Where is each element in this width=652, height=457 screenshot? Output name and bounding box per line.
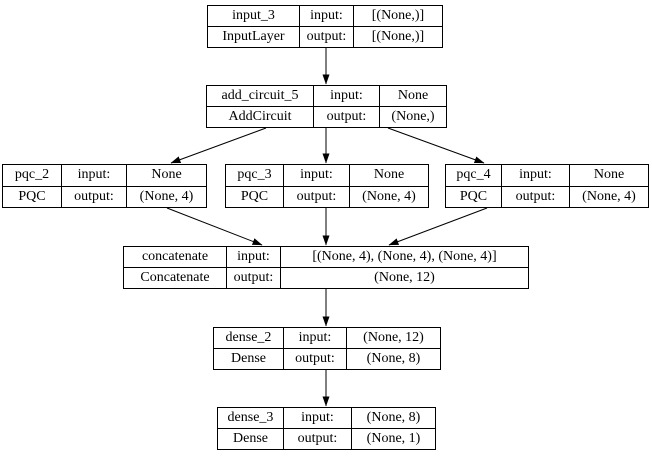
output-shape: (None, 4) (582, 188, 636, 204)
input-shape: (None, 12) (347, 328, 440, 349)
layer-class: InputLayer (222, 29, 285, 44)
layer-node-pqc-2: pqc_2 PQC input: output: None (None, 4) (2, 164, 207, 208)
output-shape: (None, 1) (366, 431, 421, 446)
io-label-column: input: output: (501, 165, 569, 207)
layer-name: pqc_2 (3, 165, 61, 187)
input-label: input: (284, 165, 349, 187)
io-label-column: input: output: (283, 165, 349, 207)
output-label: output: (295, 351, 335, 366)
input-shape: (None, 8) (352, 408, 435, 429)
layer-name: add_circuit_5 (207, 86, 313, 107)
input-label: input: (300, 6, 353, 27)
input-shape: None (380, 86, 446, 107)
layer-name: dense_3 (218, 408, 283, 429)
output-shape: (None, 4) (362, 188, 416, 204)
output-label: output: (297, 431, 338, 446)
layer-class: PQC (459, 188, 488, 204)
output-shape: (None, 4) (139, 188, 194, 204)
input-label: input: (314, 86, 379, 107)
layer-name: input_3 (208, 6, 299, 27)
output-label: output: (306, 29, 347, 44)
output-label: output: (326, 109, 367, 124)
shape-column: None (None, 4) (569, 165, 648, 207)
layer-node-pqc-4: pqc_4 PQC input: output: None (None, 4) (445, 164, 649, 208)
input-shape: None (570, 165, 648, 187)
layer-name: pqc_3 (226, 165, 283, 187)
input-label: input: (227, 247, 280, 268)
layer-name: pqc_4 (446, 165, 501, 187)
layer-node-dense-2: dense_2 Dense input: output: (None, 12) … (213, 327, 441, 370)
layer-node-dense-3: dense_3 Dense input: output: (None, 8) (… (217, 407, 436, 450)
io-label-column: input: output: (61, 165, 126, 207)
layer-node-input-3: input_3 InputLayer input: output: [(None… (207, 5, 443, 48)
input-shape: None (127, 165, 206, 187)
input-shape: [(None,)] (354, 6, 442, 27)
layer-class: Concatenate (140, 270, 210, 285)
edge-pqc_2-to-concatenate (166, 207, 263, 246)
edge-pqc_4-to-concatenate (388, 207, 488, 246)
edge-add_circuit_5-to-pqc_4 (387, 127, 485, 164)
output-label: output: (296, 188, 337, 204)
io-label-column: input: output: (299, 6, 353, 47)
input-shape: None (350, 165, 428, 187)
shape-column: None (None,) (379, 86, 446, 127)
output-label: output: (74, 188, 114, 204)
layer-class: PQC (18, 188, 46, 204)
edge-add_circuit_5-to-pqc_2 (170, 127, 267, 164)
name-column: dense_2 Dense (214, 328, 283, 369)
shape-column: None (None, 4) (349, 165, 428, 207)
output-shape: (None,) (391, 109, 435, 124)
layer-class: Dense (233, 431, 268, 446)
input-label: input: (284, 408, 351, 429)
layer-class: Dense (231, 351, 266, 366)
layer-class: AddCircuit (228, 109, 292, 124)
name-column: pqc_4 PQC (446, 165, 501, 207)
name-column: add_circuit_5 AddCircuit (207, 86, 313, 127)
layer-node-add-circuit-5: add_circuit_5 AddCircuit input: output: … (206, 85, 447, 128)
input-label: input: (284, 328, 346, 349)
shape-column: [(None, 4), (None, 4), (None, 4)] (None,… (280, 247, 528, 288)
shape-column: None (None, 4) (126, 165, 206, 207)
input-shape: [(None, 4), (None, 4), (None, 4)] (281, 247, 528, 268)
layer-name: concatenate (124, 247, 226, 268)
layer-name: dense_2 (214, 328, 283, 349)
name-column: dense_3 Dense (218, 408, 283, 449)
name-column: pqc_2 PQC (3, 165, 61, 207)
io-label-column: input: output: (283, 408, 351, 449)
input-label: input: (62, 165, 126, 187)
name-column: concatenate Concatenate (124, 247, 226, 288)
output-shape: (None, 12) (374, 270, 435, 285)
io-label-column: input: output: (283, 328, 346, 369)
io-label-column: input: output: (226, 247, 280, 288)
output-label: output: (233, 270, 274, 285)
output-label: output: (515, 188, 556, 204)
io-label-column: input: output: (313, 86, 379, 127)
output-shape: [(None,)] (371, 29, 425, 44)
shape-column: (None, 8) (None, 1) (351, 408, 435, 449)
name-column: input_3 InputLayer (208, 6, 299, 47)
output-shape: (None, 8) (366, 351, 421, 366)
layer-node-pqc-3: pqc_3 PQC input: output: None (None, 4) (225, 164, 429, 208)
name-column: pqc_3 PQC (226, 165, 283, 207)
layer-class: PQC (240, 188, 269, 204)
input-label: input: (502, 165, 569, 187)
shape-column: [(None,)] [(None,)] (353, 6, 442, 47)
layer-node-concatenate: concatenate Concatenate input: output: [… (123, 246, 529, 289)
shape-column: (None, 12) (None, 8) (346, 328, 440, 369)
